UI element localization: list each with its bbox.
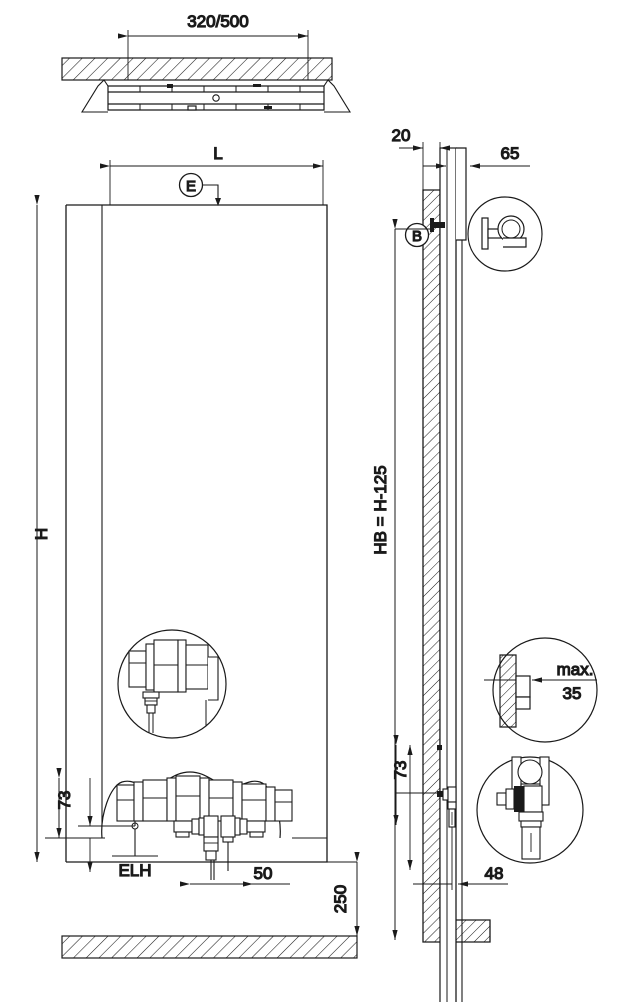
front-view-floor-hatch bbox=[61, 935, 358, 959]
dimension-side-wall-gap: 20 bbox=[391, 125, 456, 195]
detail-max-gap-wall bbox=[499, 654, 517, 728]
detail-max-gap: max. 35 bbox=[484, 637, 598, 743]
detail-bracket bbox=[467, 196, 543, 272]
detail-valve-side bbox=[476, 756, 584, 864]
dimension-front-height-label: H bbox=[32, 528, 51, 540]
top-view-wall-hatch bbox=[61, 57, 333, 81]
dimension-side-height-label: HB = H-125 bbox=[371, 465, 390, 554]
top-view-center-hole bbox=[212, 94, 220, 102]
dimension-front-height: H bbox=[31, 195, 52, 862]
front-view-manifold: ELH bbox=[101, 771, 293, 881]
dimension-top-width: 320/500 bbox=[118, 11, 309, 80]
top-view: 320/500 bbox=[61, 11, 351, 113]
side-view: 20 65 B HB = H-125 bbox=[370, 125, 598, 1002]
callout-b-label: B bbox=[412, 228, 422, 245]
dimension-side-height: HB = H-125 bbox=[370, 219, 398, 940]
dimension-side-valve-height-label: 73 bbox=[391, 761, 410, 780]
dimension-floor-clearance: 250 bbox=[327, 852, 360, 936]
dimension-front-valve-height-label: 73 bbox=[55, 791, 74, 810]
front-view-radiator-outline bbox=[66, 204, 328, 863]
callout-e-leader bbox=[203, 184, 219, 201]
side-view-top-cap bbox=[456, 147, 467, 241]
top-view-segments bbox=[139, 86, 301, 110]
dimension-front-valve-height: 73 bbox=[45, 768, 135, 872]
dimension-side-valve-offset: 48 bbox=[413, 827, 508, 890]
dimension-side-valve-offset-label: 48 bbox=[485, 864, 504, 883]
dimension-floor-clearance-label: 250 bbox=[331, 885, 350, 913]
callout-b[interactable]: B bbox=[395, 222, 434, 248]
top-view-bracket-left bbox=[81, 79, 109, 113]
dimension-pipe-spacing-label: 50 bbox=[254, 864, 273, 883]
side-view-valve bbox=[437, 745, 457, 828]
dimension-side-depth-label: 65 bbox=[501, 144, 520, 163]
dimension-side-wall-gap-label: 20 bbox=[392, 126, 411, 145]
callout-e-arrow bbox=[215, 198, 221, 206]
side-view-bracket bbox=[433, 222, 445, 228]
dimension-side-depth: 65 bbox=[423, 143, 530, 200]
detail-max-gap-label-top: max. bbox=[557, 660, 594, 679]
detail-max-gap-circle bbox=[492, 637, 598, 743]
dimension-front-width: L bbox=[100, 143, 324, 205]
callout-e[interactable]: E bbox=[178, 172, 222, 207]
side-view-radiator-body bbox=[439, 147, 457, 1002]
front-view: L E H bbox=[31, 143, 360, 959]
label-elh: ELH bbox=[118, 861, 151, 880]
detail-max-gap-label-value: 35 bbox=[563, 684, 582, 703]
top-view-bracket-right bbox=[323, 79, 351, 113]
dimension-pipe-spacing: 50 bbox=[180, 863, 290, 887]
dimension-front-width-label: L bbox=[213, 144, 222, 163]
detail-valve-front bbox=[117, 629, 227, 739]
dimension-top-width-label: 320/500 bbox=[187, 12, 248, 31]
callout-e-label: E bbox=[186, 178, 196, 195]
callout-e-bubble[interactable] bbox=[178, 172, 204, 198]
dimension-side-valve-height: 73 bbox=[390, 735, 440, 870]
front-view-valve-row bbox=[173, 815, 266, 880]
